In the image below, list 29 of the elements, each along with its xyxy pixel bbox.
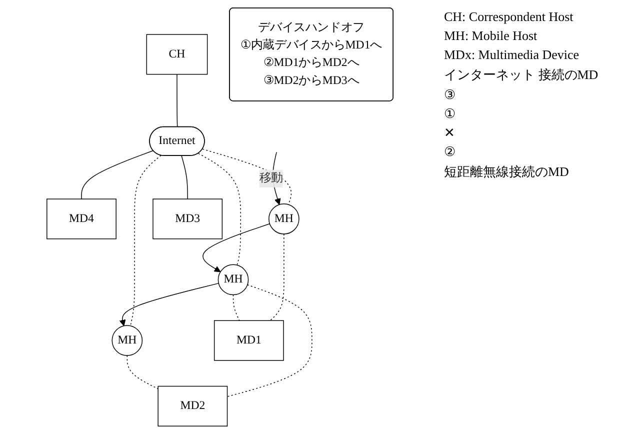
arrow [119, 282, 220, 326]
connector [270, 234, 284, 321]
connector [226, 284, 312, 398]
connector [198, 153, 241, 266]
note-label: インターネット 接続のMD [444, 66, 600, 84]
connector [232, 294, 240, 321]
node-circle: MH [268, 204, 300, 234]
node-box: MD2 [158, 386, 228, 426]
note-label: ① [444, 106, 457, 122]
note-label: MDx: Multimedia Device [444, 47, 580, 63]
note-label: ✕ [444, 125, 456, 141]
arrow [202, 223, 270, 272]
note-label: 短距離無線接続のMD [444, 163, 570, 181]
connector [126, 355, 158, 390]
note-label: MH: Mobile Host [444, 28, 538, 44]
connector [176, 74, 178, 128]
node-box: MD1 [214, 320, 284, 361]
node-box: MD4 [46, 198, 116, 240]
note-label: CH: Correspondent Host [444, 9, 574, 25]
node-circle: MH [218, 264, 249, 296]
node-circle: MH [112, 325, 143, 356]
node-box: MD3 [152, 198, 223, 240]
note-label: ② [444, 144, 457, 160]
node-box: CH [146, 34, 208, 75]
connector [81, 150, 154, 200]
note-label: ③ [444, 87, 457, 103]
connector [130, 155, 162, 326]
edge-label: 移動 [259, 172, 283, 185]
connector [181, 155, 188, 200]
